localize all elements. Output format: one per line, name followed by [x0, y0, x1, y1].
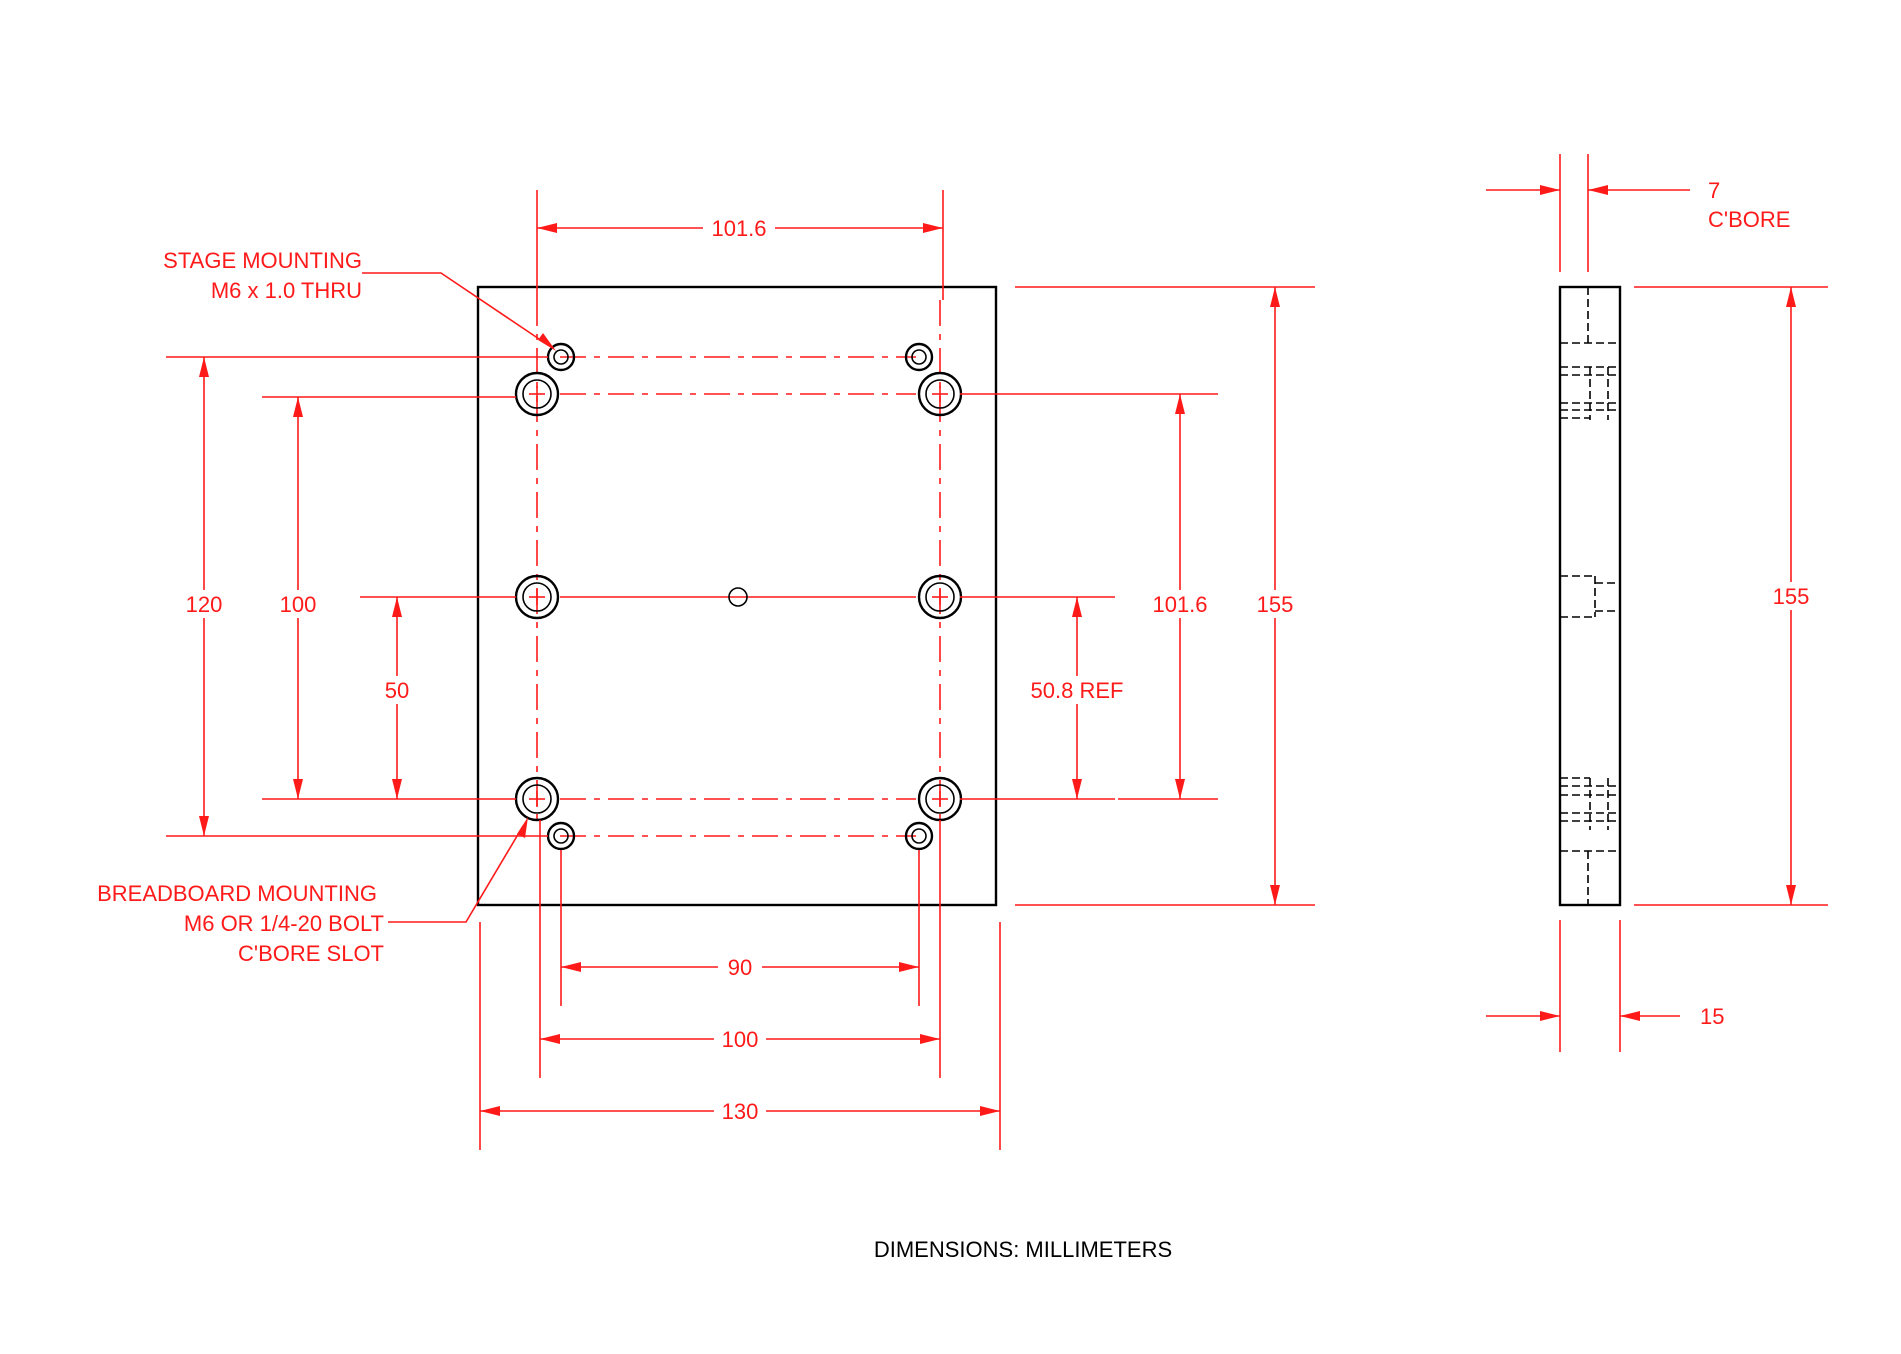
stage-hole-bottom-right	[904, 821, 934, 851]
dim-label-side-cbore: C'BORE	[1708, 207, 1790, 232]
dim-label-top-101-6: 101.6	[711, 216, 766, 241]
cbore-slot-mid-left	[514, 574, 560, 620]
dim-label-left-120: 120	[186, 592, 223, 617]
dim-label-bottom-130: 130	[722, 1099, 759, 1124]
dim-label-right-101-6: 101.6	[1152, 592, 1207, 617]
dim-label-bottom-90: 90	[728, 955, 752, 980]
center-hole	[728, 587, 748, 607]
dim-label-side-15: 15	[1700, 1004, 1724, 1029]
cbore-slot-bottom-right	[917, 776, 963, 822]
note-stage-line1: STAGE MOUNTING	[163, 248, 362, 273]
dim-label-right-155: 155	[1257, 592, 1294, 617]
dim-left-100: 100	[262, 396, 516, 800]
units-note: DIMENSIONS: MILLIMETERS	[874, 1237, 1172, 1262]
cbore-slot-mid-right	[917, 574, 963, 620]
dim-right-155: 155	[1015, 286, 1315, 906]
dim-bottom-130: 130	[479, 922, 1001, 1150]
note-breadboard-mounting: BREADBOARD MOUNTING M6 OR 1/4-20 BOLT C'…	[97, 817, 528, 966]
note-bb-line3: C'BORE SLOT	[238, 941, 384, 966]
side-view-hidden-middle	[1560, 575, 1620, 618]
cbore-slot-top-right	[917, 371, 963, 417]
cbore-slot-bottom-left	[514, 776, 560, 822]
dim-side-155: 155	[1634, 286, 1828, 906]
dim-left-50: 50	[360, 596, 516, 799]
side-view-hidden-bottom	[1560, 777, 1620, 905]
note-stage-line2: M6 x 1.0 THRU	[211, 278, 362, 303]
dim-right-50-8-ref: 50.8 REF	[960, 596, 1129, 800]
dim-bottom-90: 90	[560, 850, 920, 1006]
side-view-hidden-top	[1560, 287, 1620, 420]
center-lines	[536, 300, 941, 837]
dim-label-side-7: 7	[1708, 178, 1720, 203]
front-view-plate-outline	[476, 285, 998, 907]
cbore-slot-top-left	[514, 371, 560, 417]
dim-side-15: 15	[1486, 920, 1724, 1052]
dim-top-101-6: 101.6	[536, 190, 944, 300]
stage-hole-top-right	[904, 342, 934, 372]
note-stage-mounting: STAGE MOUNTING M6 x 1.0 THRU	[163, 248, 556, 351]
dim-right-101-6: 101.6	[960, 393, 1218, 800]
dim-label-side-155: 155	[1773, 584, 1810, 609]
dim-left-120: 120	[166, 356, 548, 837]
dim-label-left-50: 50	[385, 678, 409, 703]
dim-bottom-100: 100	[539, 820, 941, 1078]
dim-label-bottom-100: 100	[722, 1027, 759, 1052]
dim-label-right-50-8-ref: 50.8 REF	[1031, 678, 1124, 703]
note-bb-line1: BREADBOARD MOUNTING	[97, 881, 377, 906]
dim-label-left-100: 100	[280, 592, 317, 617]
dim-side-cbore-7: 7 C'BORE	[1486, 154, 1790, 272]
side-view-plate-outline	[1558, 285, 1622, 907]
note-bb-line2: M6 OR 1/4-20 BOLT	[184, 911, 384, 936]
